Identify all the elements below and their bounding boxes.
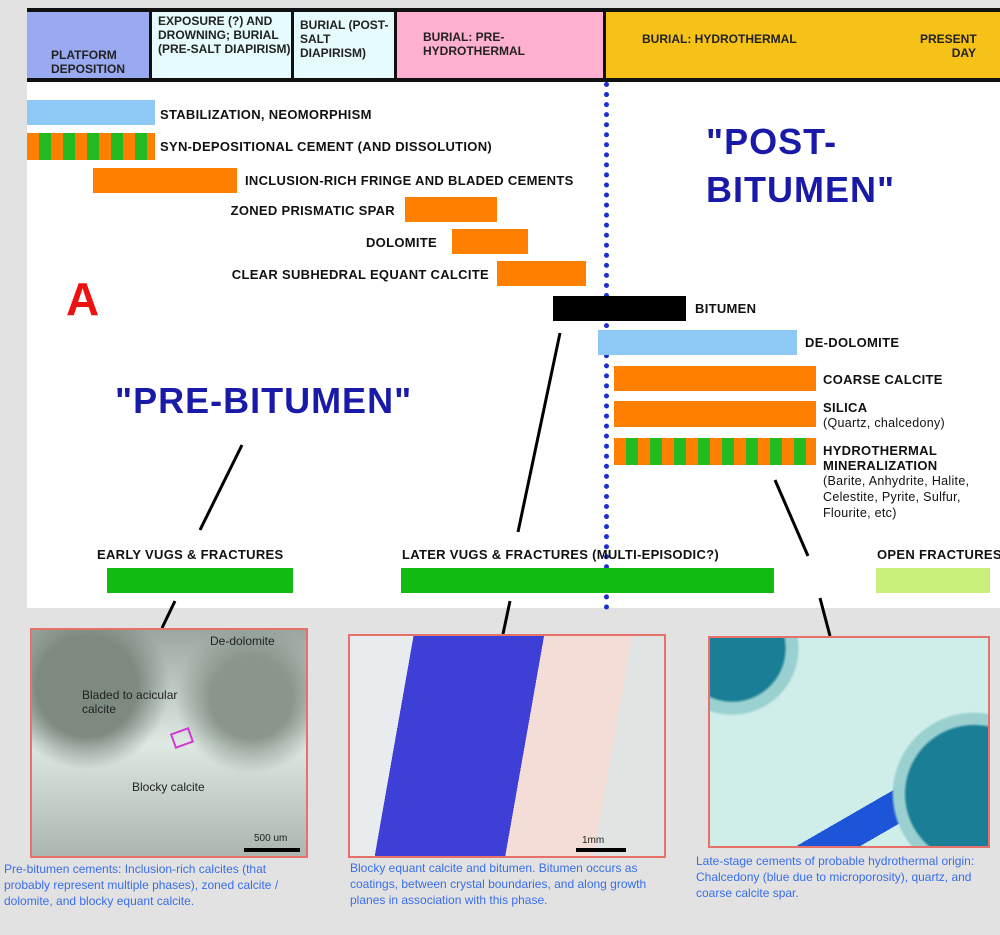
connector-line xyxy=(818,597,832,637)
photo-label: Blocky calcite xyxy=(132,780,205,794)
connector-line xyxy=(198,444,244,531)
photo-label: De-dolomite xyxy=(210,634,275,648)
stage-hydrothermal: BURIAL: HYDROTHERMAL xyxy=(606,12,1000,78)
scale-bar xyxy=(576,848,626,852)
stage-burial-post-salt: BURIAL (POST-SALT DIAPIRISM) xyxy=(294,12,397,78)
label-early-vugs: EARLY VUGS & FRACTURES xyxy=(97,547,284,562)
bar-bitumen xyxy=(553,296,686,321)
present-day-label: PRESENT DAY xyxy=(920,32,977,60)
bar-hydrothermal xyxy=(614,438,816,465)
hydrothermal-sub: (Barite, Anhydrite, Halite, Celestite, P… xyxy=(823,474,970,520)
bar-open-fractures xyxy=(876,568,990,593)
label-inclusion-rich: INCLUSION-RICH FRINGE AND BLADED CEMENTS xyxy=(245,173,574,188)
post-bitumen-line1: "POST- xyxy=(706,121,838,162)
stage-platform-deposition: PLATFORM DEPOSITION xyxy=(27,12,152,78)
bar-de-dolomite xyxy=(598,330,797,355)
silica-title: SILICA xyxy=(823,400,868,415)
post-bitumen-title: "POST- BITUMEN" xyxy=(706,118,895,214)
bar-clear-calcite xyxy=(497,261,586,286)
label-open-fractures: OPEN FRACTURES xyxy=(877,547,1000,562)
post-bitumen-line2: BITUMEN" xyxy=(706,169,896,210)
silica-sub: (Quartz, chalcedony) xyxy=(823,416,946,430)
label-silica: SILICA(Quartz, chalcedony) xyxy=(823,400,945,431)
connector-line xyxy=(516,332,562,533)
bar-silica xyxy=(614,401,816,427)
panel-letter: A xyxy=(66,273,100,325)
bar-later-vugs xyxy=(401,568,774,593)
label-stabilization: STABILIZATION, NEOMORPHISM xyxy=(160,107,372,122)
highlight-box xyxy=(169,727,195,749)
connector-line xyxy=(160,600,177,629)
connector-line xyxy=(773,479,810,557)
diagram-panel xyxy=(27,8,1000,608)
bar-syn-depositional xyxy=(27,133,155,160)
stage-pre-hydrothermal: BURIAL: PRE-HYDROTHERMAL xyxy=(397,12,606,78)
bar-coarse-calcite xyxy=(614,366,816,391)
bar-inclusion-rich xyxy=(93,168,237,193)
bar-dolomite xyxy=(452,229,528,254)
stage-label: BURIAL: HYDROTHERMAL xyxy=(642,32,797,46)
stage-exposure: EXPOSURE (?) AND DROWNING; BURIAL (PRE-S… xyxy=(152,12,294,78)
label-dolomite: DOLOMITE xyxy=(365,235,437,250)
stage-label: PLATFORM DEPOSITION xyxy=(51,48,126,76)
header-top-rule xyxy=(27,8,1000,12)
label-syn-depositional: SYN-DEPOSITIONAL CEMENT (AND DISSOLUTION… xyxy=(160,139,493,154)
bar-stabilization xyxy=(27,100,155,125)
hydrothermal-title: HYDROTHERMAL MINERALIZATION xyxy=(823,443,938,473)
pre-bitumen-title: "PRE-BITUMEN" xyxy=(115,380,413,421)
caption-bitumen: Blocky equant calcite and bitumen. Bitum… xyxy=(350,861,647,907)
bar-early-vugs xyxy=(107,568,293,593)
photo-pre-bitumen: De-dolomite Bladed to acicular calcite B… xyxy=(30,628,308,858)
photo-label: Bladed to acicular calcite xyxy=(82,688,178,716)
label-clear-calcite: CLEAR SUBHEDRAL EQUANT CALCITE xyxy=(231,267,489,282)
label-bitumen: BITUMEN xyxy=(695,301,757,316)
label-zoned-spar: ZONED PRISMATIC SPAR xyxy=(230,203,395,218)
label-coarse-calcite: COARSE CALCITE xyxy=(823,372,943,387)
connector-line xyxy=(501,600,512,635)
photo-bitumen: 1mm xyxy=(348,634,666,858)
caption-pre-bitumen: Pre-bitumen cements: Inclusion-rich calc… xyxy=(4,862,279,908)
label-later-vugs: LATER VUGS & FRACTURES (MULTI-EPISODIC?) xyxy=(402,547,720,562)
scale-label: 1mm xyxy=(582,835,605,846)
label-hydrothermal: HYDROTHERMAL MINERALIZATION(Barite, Anhy… xyxy=(823,443,993,521)
stage-label: BURIAL (POST-SALT DIAPIRISM) xyxy=(300,18,389,60)
scale-bar xyxy=(244,848,300,852)
photo-hydrothermal xyxy=(708,636,990,848)
scale-label: 500 um xyxy=(254,833,288,844)
label-de-dolomite: DE-DOLOMITE xyxy=(805,335,900,350)
stage-label: EXPOSURE (?) AND DROWNING; BURIAL (PRE-S… xyxy=(158,14,291,56)
stage-label: BURIAL: PRE-HYDROTHERMAL xyxy=(423,30,525,58)
caption-hydrothermal: Late-stage cements of probable hydrother… xyxy=(696,854,975,900)
bar-zoned-spar xyxy=(405,197,497,222)
header-bottom-rule xyxy=(27,78,1000,82)
